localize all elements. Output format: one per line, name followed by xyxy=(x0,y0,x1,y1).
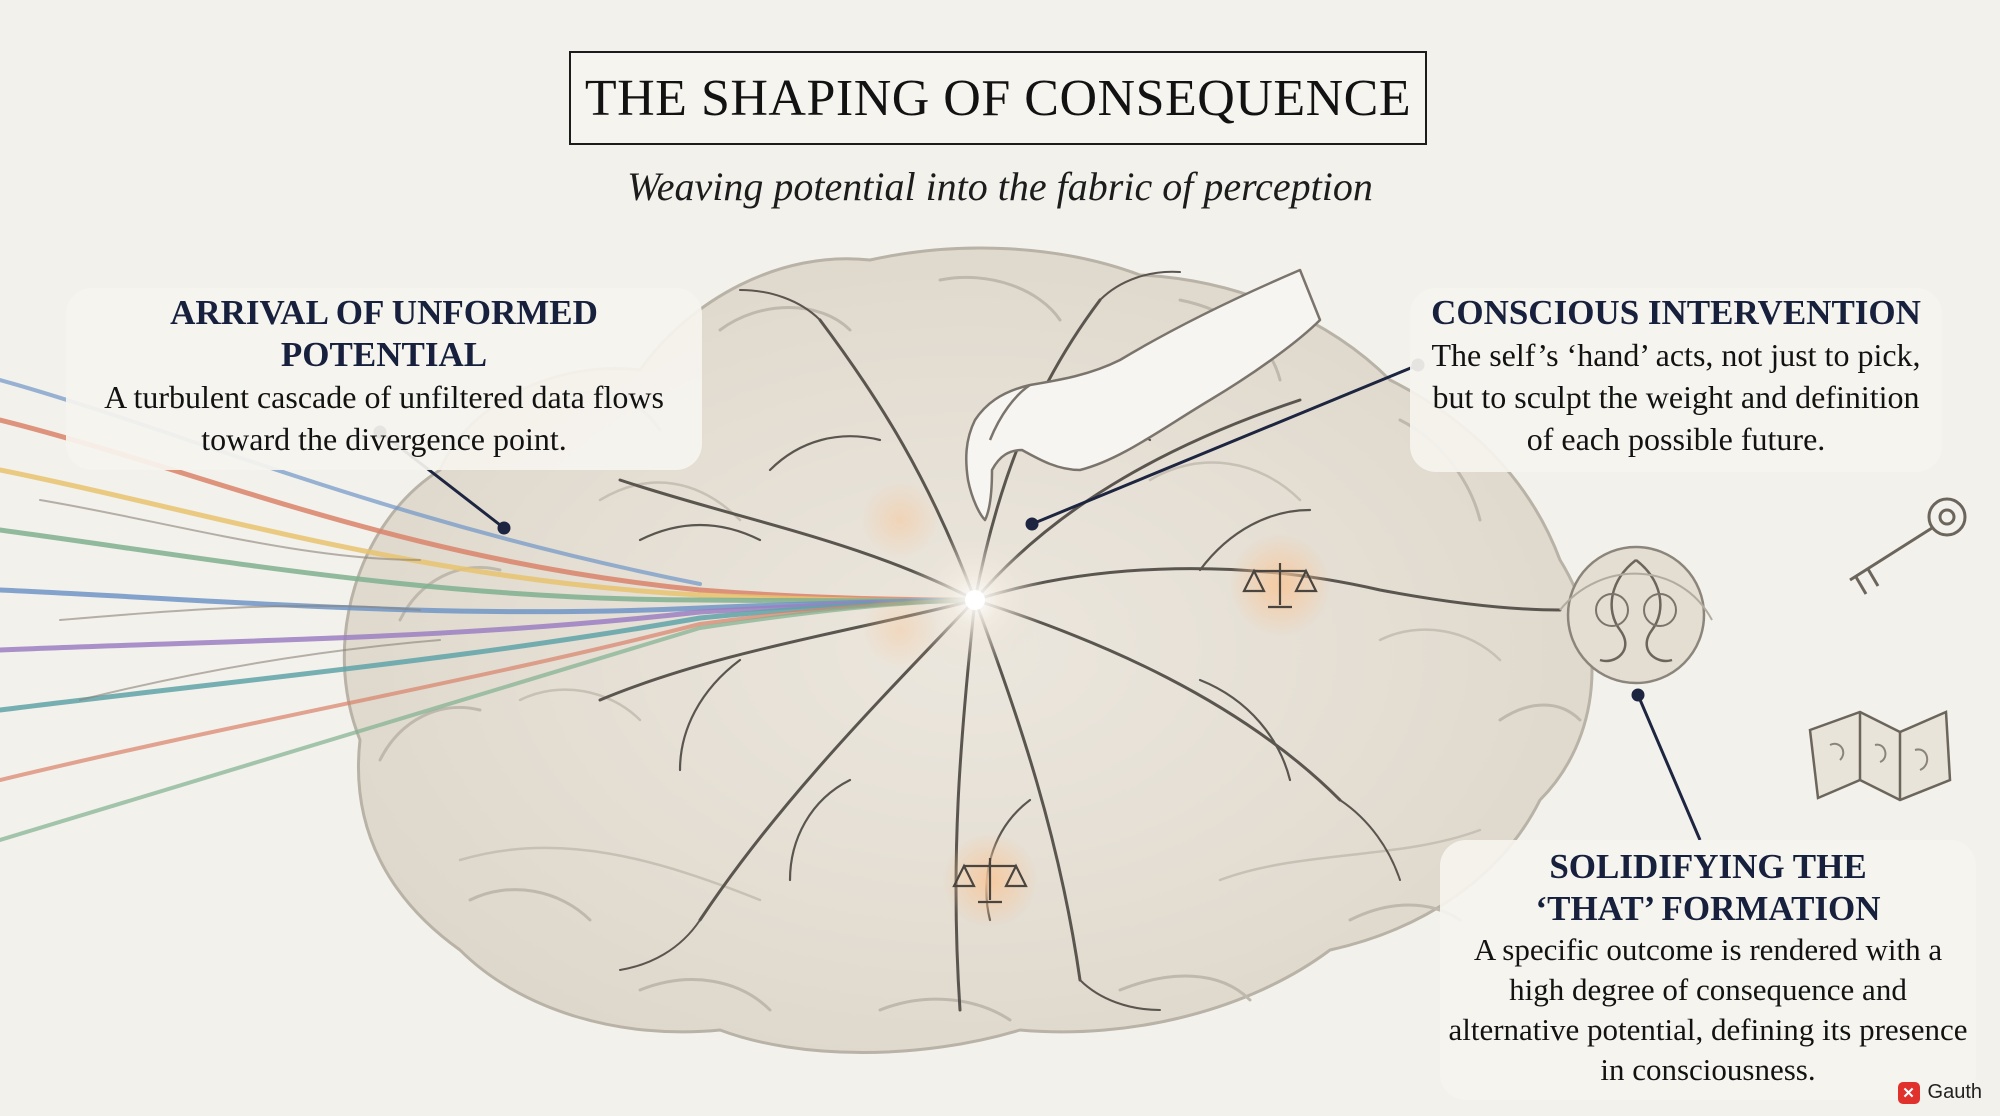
callout-solidifying-heading-line2: ‘THAT’ FORMATION xyxy=(1535,889,1881,928)
callout-solidifying-body: A specific outcome is rendered with a hi… xyxy=(1448,932,1968,1087)
scales-icon xyxy=(952,858,1028,904)
hand-icon xyxy=(965,268,1322,522)
page-subtitle: Weaving potential into the fabric of per… xyxy=(627,164,1373,209)
map-icon xyxy=(1808,710,1952,802)
brand-badge: ✕ Gauth xyxy=(1897,1081,1982,1104)
callout-arrival-body: A turbulent cascade of unfiltered data f… xyxy=(104,379,664,457)
title-box: THE SHAPING OF CONSEQUENCE xyxy=(569,51,1427,145)
callout-arrival-heading: ARRIVAL OF UNFORMED POTENTIAL xyxy=(170,293,598,374)
scales-icon xyxy=(1242,563,1318,609)
nucleus-icon xyxy=(1559,545,1713,685)
page-title: THE SHAPING OF CONSEQUENCE xyxy=(584,69,1412,127)
callout-conscious: CONSCIOUS INTERVENTION The self’s ‘hand’… xyxy=(1410,288,1942,472)
callout-solidifying-heading-line1: SOLIDIFYING THE xyxy=(1549,847,1867,886)
callout-arrival: ARRIVAL OF UNFORMED POTENTIAL A turbulen… xyxy=(66,288,702,470)
callout-conscious-body: The self’s ‘hand’ acts, not just to pick… xyxy=(1431,337,1921,457)
brand-name: Gauth xyxy=(1927,1081,1982,1103)
key-icon xyxy=(1849,497,1967,595)
brand-logo-icon: ✕ xyxy=(1897,1081,1920,1104)
callout-conscious-heading: CONSCIOUS INTERVENTION xyxy=(1431,293,1921,332)
callout-solidifying: SOLIDIFYING THE ‘THAT’ FORMATION A speci… xyxy=(1440,840,1976,1100)
